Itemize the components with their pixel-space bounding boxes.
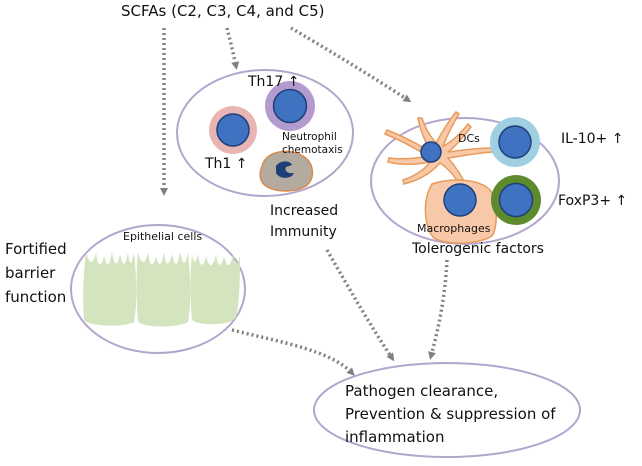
neutrophil-cell <box>259 150 314 192</box>
tolerogenic-caption: Tolerogenic factors <box>412 241 544 257</box>
il10-label: IL-10+ ↑ <box>561 131 624 147</box>
barrier-ellipse <box>70 224 246 354</box>
th1-label: Th1 ↑ <box>205 156 248 172</box>
dcs-label: DCs <box>458 132 480 145</box>
chemotaxis-label: chemotaxis <box>282 144 343 156</box>
dc-nucleus <box>420 141 442 163</box>
epithelial-label: Epithelial cells <box>123 230 203 243</box>
outcome-line-3: inflammation <box>345 428 445 446</box>
il10-cell <box>490 117 540 167</box>
barrier-caption-1: Fortified <box>5 240 67 258</box>
outcome-line-2: Prevention & suppression of <box>345 405 556 423</box>
th17-cell <box>265 81 315 131</box>
outcome-ellipse <box>313 362 581 458</box>
arrow-scfa-to-tolerogenic <box>290 26 412 103</box>
increased-immunity-caption-2: Immunity <box>270 224 337 240</box>
th1-cell <box>209 106 257 154</box>
arrow-scfa-to-immunity <box>225 27 240 70</box>
increased-immunity-caption-1: Increased <box>270 203 339 219</box>
macrophages-label: Macrophages <box>417 222 491 235</box>
th17-label: Th17 ↑ <box>248 74 300 90</box>
scfa-title: SCFAs (C2, C3, C4, and C5) <box>121 2 325 20</box>
barrier-caption-2: barrier <box>5 264 56 282</box>
outcome-line-1: Pathogen clearance, <box>345 382 499 400</box>
foxp3-cell <box>491 175 541 225</box>
arrow-tolerogenic-to-outcome <box>428 259 449 360</box>
barrier-caption-3: function <box>5 288 67 306</box>
arrow-barrier-to-outcome <box>231 328 355 376</box>
tolerogenic-ellipse <box>370 117 560 245</box>
foxp3-label: FoxP3+ ↑ <box>558 193 628 209</box>
arrow-immunity-to-outcome <box>325 249 395 362</box>
immunity-ellipse <box>176 69 354 197</box>
arrows <box>160 26 449 376</box>
epithelial-cells <box>83 252 240 327</box>
neutrophil-label: Neutrophil <box>282 131 337 143</box>
macrophage-nucleus <box>443 183 477 217</box>
